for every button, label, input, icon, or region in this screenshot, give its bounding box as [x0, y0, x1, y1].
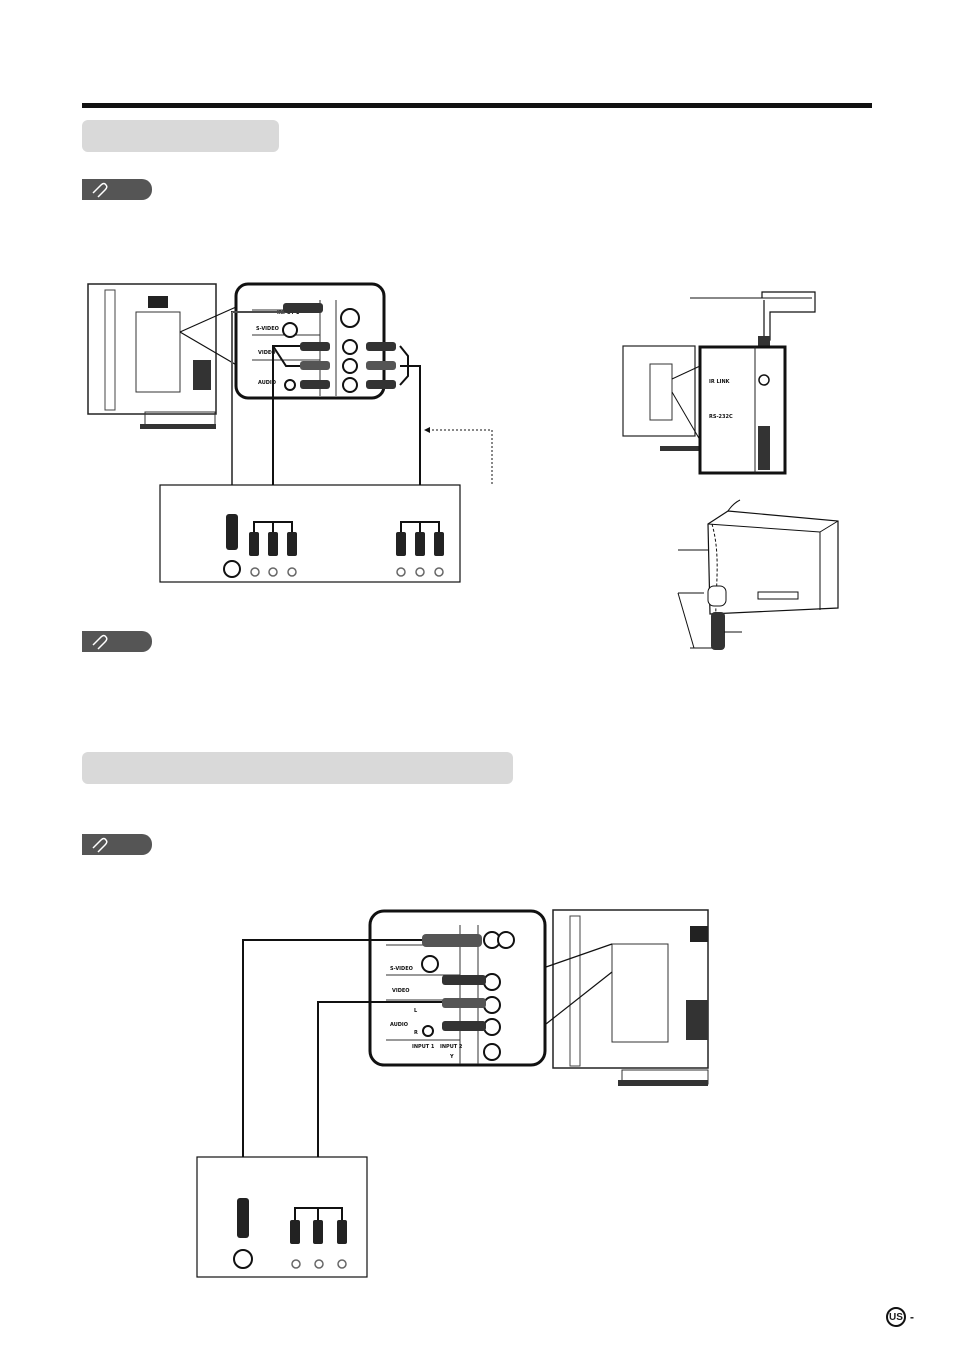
note-tag-2 — [82, 631, 152, 652]
note-tag-1 — [82, 179, 152, 200]
ir-blaster-box — [677, 499, 839, 650]
page-region-badge: US - — [886, 1307, 914, 1327]
label-r: R — [414, 1030, 418, 1036]
label-rs232: RS-232C — [709, 414, 733, 420]
device-box-1 — [159, 484, 461, 583]
device-box-2 — [196, 1156, 368, 1278]
label-y: Y — [449, 1054, 454, 1060]
paperclip-icon — [92, 837, 108, 853]
label-video-2: VIDEO — [392, 988, 410, 994]
label-input2: INPUT 2 — [440, 1044, 463, 1050]
section-heading-2 — [82, 752, 513, 784]
cables-2 — [242, 939, 442, 1210]
tv-rear-panel-1 — [87, 283, 246, 429]
label-l: L — [414, 1008, 418, 1014]
label-s-video: S-VIDEO — [256, 326, 279, 332]
label-s-video-2: S-VIDEO — [390, 966, 413, 972]
tv-rear-panel-2 — [545, 909, 709, 1086]
label-audio-2: AUDIO — [390, 1022, 408, 1028]
label-video: VIDEO — [258, 350, 276, 356]
paperclip-icon — [92, 634, 108, 650]
us-region-icon: US — [886, 1307, 906, 1327]
note-tag-3 — [82, 834, 152, 855]
paperclip-icon — [92, 182, 108, 198]
label-audio: AUDIO — [258, 380, 276, 386]
label-ir-link: IR LINK — [709, 379, 731, 385]
zoom-panel-2: S-VIDEO VIDEO AUDIO L R INPUT 1 INPUT 2 … — [368, 909, 547, 1067]
dotted-arrow — [428, 429, 493, 484]
header-rule — [82, 103, 872, 108]
ir-link-diagram: IR LINK RS-232C — [622, 291, 816, 475]
cables-1 — [231, 311, 421, 522]
label-input1-2: INPUT 1 — [412, 1044, 435, 1050]
section-heading-1 — [82, 120, 279, 152]
page-dash: - — [910, 1310, 914, 1324]
